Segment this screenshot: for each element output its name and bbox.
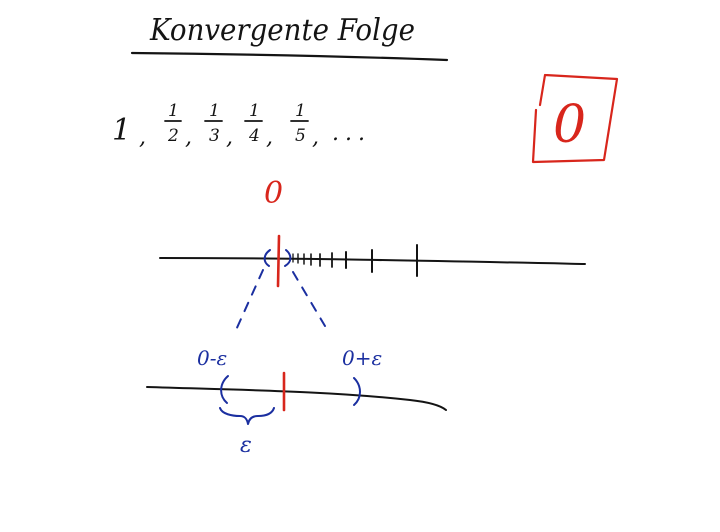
fraction-denominator: 2 (167, 126, 179, 146)
sequence: 1 , 1 2 , 1 3 , 1 4 , 1 5 , ... (112, 101, 371, 150)
sequence-ellipsis: ... (332, 121, 371, 146)
number-line-zoom: 0-ε 0+ε ε (146, 346, 447, 458)
epsilon-right-label: 0+ε (342, 346, 382, 370)
fraction-numerator: 1 (295, 101, 306, 121)
limit-label: 0 (264, 176, 283, 211)
epsilon-left-bracket (263, 249, 271, 267)
axis-line (146, 386, 447, 411)
epsilon-right-bracket (353, 377, 361, 406)
epsilon-left-label: 0-ε (197, 346, 227, 370)
title-underline (130, 51, 449, 62)
sequence-comma: , (185, 125, 192, 150)
sequence-comma: , (139, 125, 146, 150)
sequence-first-term: 1 (112, 113, 131, 148)
limit-box-frame (531, 73, 619, 164)
fraction-denominator: 4 (248, 126, 260, 146)
limit-box-value: 0 (553, 95, 586, 155)
fraction-denominator: 5 (295, 126, 306, 146)
zoom-guide-right (292, 271, 326, 327)
epsilon-width-label: ε (240, 433, 252, 458)
epsilon-left-bracket (220, 375, 229, 404)
epsilon-brace (219, 407, 275, 425)
sequence-comma: , (226, 125, 233, 150)
title-text: Konvergente Folge (149, 13, 415, 48)
number-line-top: 0 (159, 176, 586, 331)
sequence-comma: , (312, 125, 319, 150)
fraction-numerator: 1 (249, 101, 260, 121)
epsilon-right-bracket (284, 249, 292, 267)
fraction-numerator: 1 (209, 101, 220, 121)
fraction-numerator: 1 (168, 101, 179, 121)
fraction-denominator: 3 (209, 126, 220, 146)
sequence-comma: , (266, 125, 273, 150)
limit-mark (276, 234, 281, 288)
axis-line (159, 257, 586, 265)
zoom-guide-left (235, 269, 264, 331)
limit-box: 0 (531, 73, 619, 164)
